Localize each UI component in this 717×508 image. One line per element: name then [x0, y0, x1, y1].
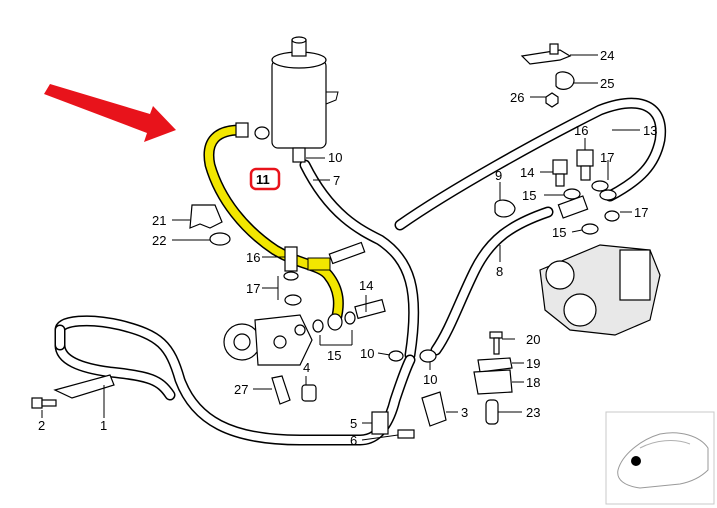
- label-part-25[interactable]: 25: [600, 76, 614, 91]
- leader-lines: [41, 54, 640, 441]
- clamp-25: [555, 71, 575, 90]
- label-part-11[interactable]: 11: [256, 172, 270, 187]
- label-part-15[interactable]: 15: [327, 348, 341, 363]
- fitting-10-lower: [388, 349, 437, 363]
- steering-pump: [223, 314, 313, 366]
- label-part-9[interactable]: 9: [495, 168, 502, 183]
- label-part-14[interactable]: 14: [359, 278, 373, 293]
- label-part-10[interactable]: 10: [423, 372, 437, 387]
- label-part-17[interactable]: 17: [246, 281, 260, 296]
- label-part-20[interactable]: 20: [526, 332, 540, 347]
- bracket-1: [53, 374, 115, 399]
- clip-4: [301, 384, 317, 402]
- return-hose-7: [299, 97, 667, 361]
- car-location-thumbnail[interactable]: [605, 411, 715, 505]
- banjo-bolts-right: [552, 149, 620, 235]
- label-part-19[interactable]: 19: [526, 356, 540, 371]
- clip-19: [477, 357, 513, 373]
- bracket-21: [189, 204, 231, 246]
- label-part-5[interactable]: 5: [350, 416, 357, 431]
- highlighted-hose-11: [203, 122, 366, 326]
- hose-8: [430, 206, 554, 356]
- grommet-3: [421, 391, 447, 427]
- bolt-20: [489, 331, 503, 355]
- holder-18: [473, 369, 513, 395]
- label-part-13[interactable]: 13: [643, 123, 657, 138]
- label-part-16[interactable]: 16: [246, 250, 260, 265]
- label-part-4[interactable]: 4: [303, 360, 310, 375]
- label-part-16[interactable]: 16: [574, 123, 588, 138]
- label-part-6[interactable]: 6: [350, 433, 357, 448]
- bolt-6: [397, 429, 415, 439]
- pump-fittings: [283, 246, 386, 333]
- clip-5: [371, 411, 389, 435]
- nut-26: [545, 92, 559, 108]
- sleeve-23: [485, 399, 499, 425]
- label-part-7[interactable]: 7: [333, 173, 340, 188]
- label-part-22[interactable]: 22: [152, 233, 166, 248]
- clip-9: [494, 199, 516, 218]
- label-part-10[interactable]: 10: [360, 346, 374, 361]
- label-part-23[interactable]: 23: [526, 405, 540, 420]
- label-part-24[interactable]: 24: [600, 48, 614, 63]
- steering-gearbox: [539, 244, 661, 336]
- label-part-15[interactable]: 15: [522, 188, 536, 203]
- car-outline-icon: [617, 432, 709, 489]
- label-part-26[interactable]: 26: [510, 90, 524, 105]
- label-part-8[interactable]: 8: [496, 264, 503, 279]
- label-part-14[interactable]: 14: [520, 165, 534, 180]
- label-part-15[interactable]: 15: [552, 225, 566, 240]
- clamp-24: [520, 43, 572, 65]
- part-numbers: 24 25 26 16 13 10 11 7 14 17 9 15 17 15 …: [38, 48, 657, 448]
- cooling-loop-pipe: [54, 315, 416, 446]
- label-part-3[interactable]: 3: [461, 405, 468, 420]
- location-dot-icon: [631, 456, 641, 466]
- bracket-27: [271, 375, 291, 405]
- label-part-2[interactable]: 2: [38, 418, 45, 433]
- label-part-17[interactable]: 17: [634, 205, 648, 220]
- label-part-21[interactable]: 21: [152, 213, 166, 228]
- red-pointer-arrow: [44, 84, 176, 142]
- label-part-18[interactable]: 18: [526, 375, 540, 390]
- fluid-reservoir: [271, 36, 339, 163]
- label-part-17[interactable]: 17: [600, 150, 614, 165]
- label-part-10[interactable]: 10: [328, 150, 342, 165]
- label-part-27[interactable]: 27: [234, 382, 248, 397]
- label-part-1[interactable]: 1: [100, 418, 107, 433]
- highlight-marker-11: [249, 167, 281, 191]
- bolt-2: [31, 397, 57, 409]
